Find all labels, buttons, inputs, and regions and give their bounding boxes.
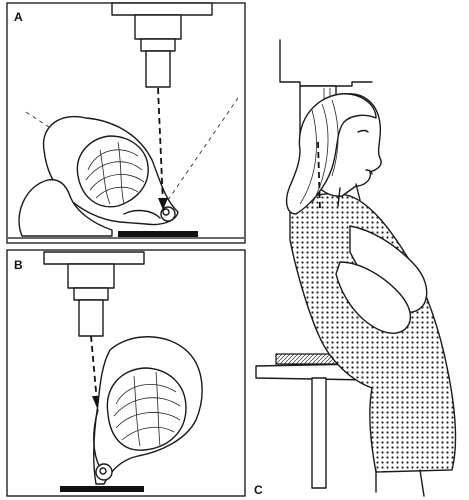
patient-head-a — [18, 115, 179, 237]
panel-b: B — [6, 249, 246, 497]
panel-b-frame — [6, 249, 246, 497]
panel-c-label: C — [254, 483, 263, 497]
detector-a-icon — [118, 231, 198, 237]
angle-line-a — [167, 97, 239, 201]
panel-c: C — [254, 39, 457, 497]
patient-head-b — [93, 336, 203, 485]
central-ray-a-arrowhead — [158, 198, 168, 210]
panel-a: A — [6, 2, 246, 244]
central-ray-c — [317, 141, 321, 211]
panel-a-label: A — [14, 10, 23, 24]
patient-head-c — [285, 93, 382, 215]
tube-a-icon — [111, 2, 213, 88]
detector-b-icon — [60, 486, 144, 492]
central-ray-b — [90, 335, 98, 403]
tube-b-icon — [43, 251, 145, 337]
patient-body-c — [289, 193, 457, 497]
panel-b-label: B — [14, 258, 23, 272]
